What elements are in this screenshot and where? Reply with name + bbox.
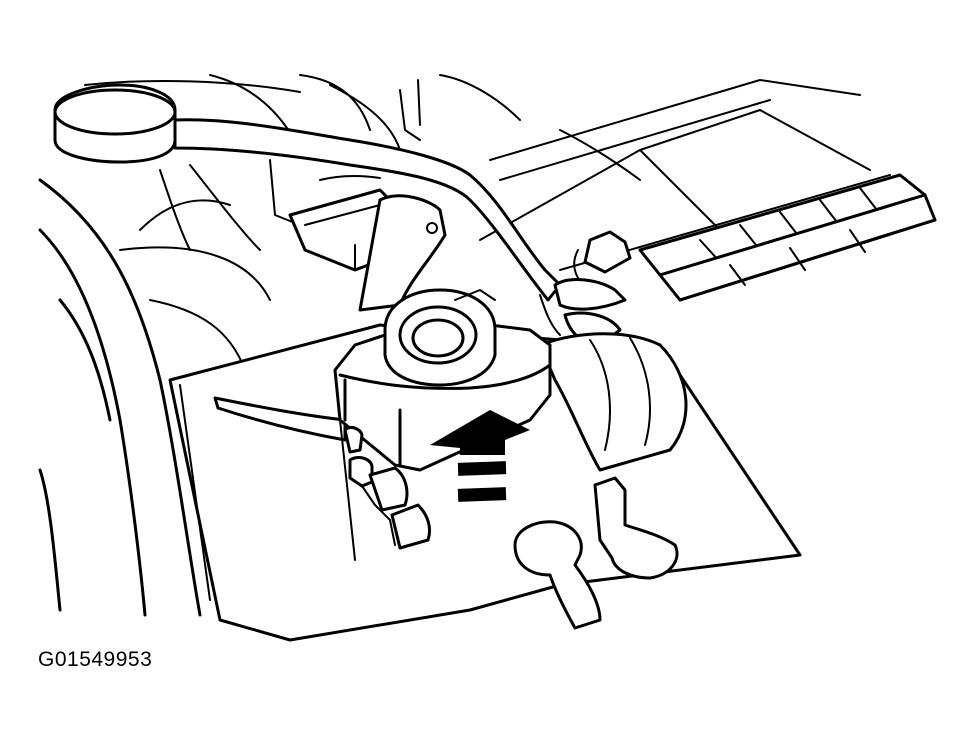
left-fender-structure bbox=[38, 178, 271, 617]
mounting-holes bbox=[513, 476, 679, 630]
background-engine-components bbox=[84, 74, 891, 271]
cowl-vent-slats bbox=[638, 173, 937, 302]
figure-id-label: G01549953 bbox=[38, 648, 153, 671]
brake-line-fittings bbox=[343, 426, 432, 550]
mounting-bracket bbox=[159, 159, 447, 312]
reservoir-cap-and-rod bbox=[53, 83, 562, 302]
wrapped-hose bbox=[538, 332, 688, 472]
upward-arrow-icon bbox=[430, 410, 530, 502]
